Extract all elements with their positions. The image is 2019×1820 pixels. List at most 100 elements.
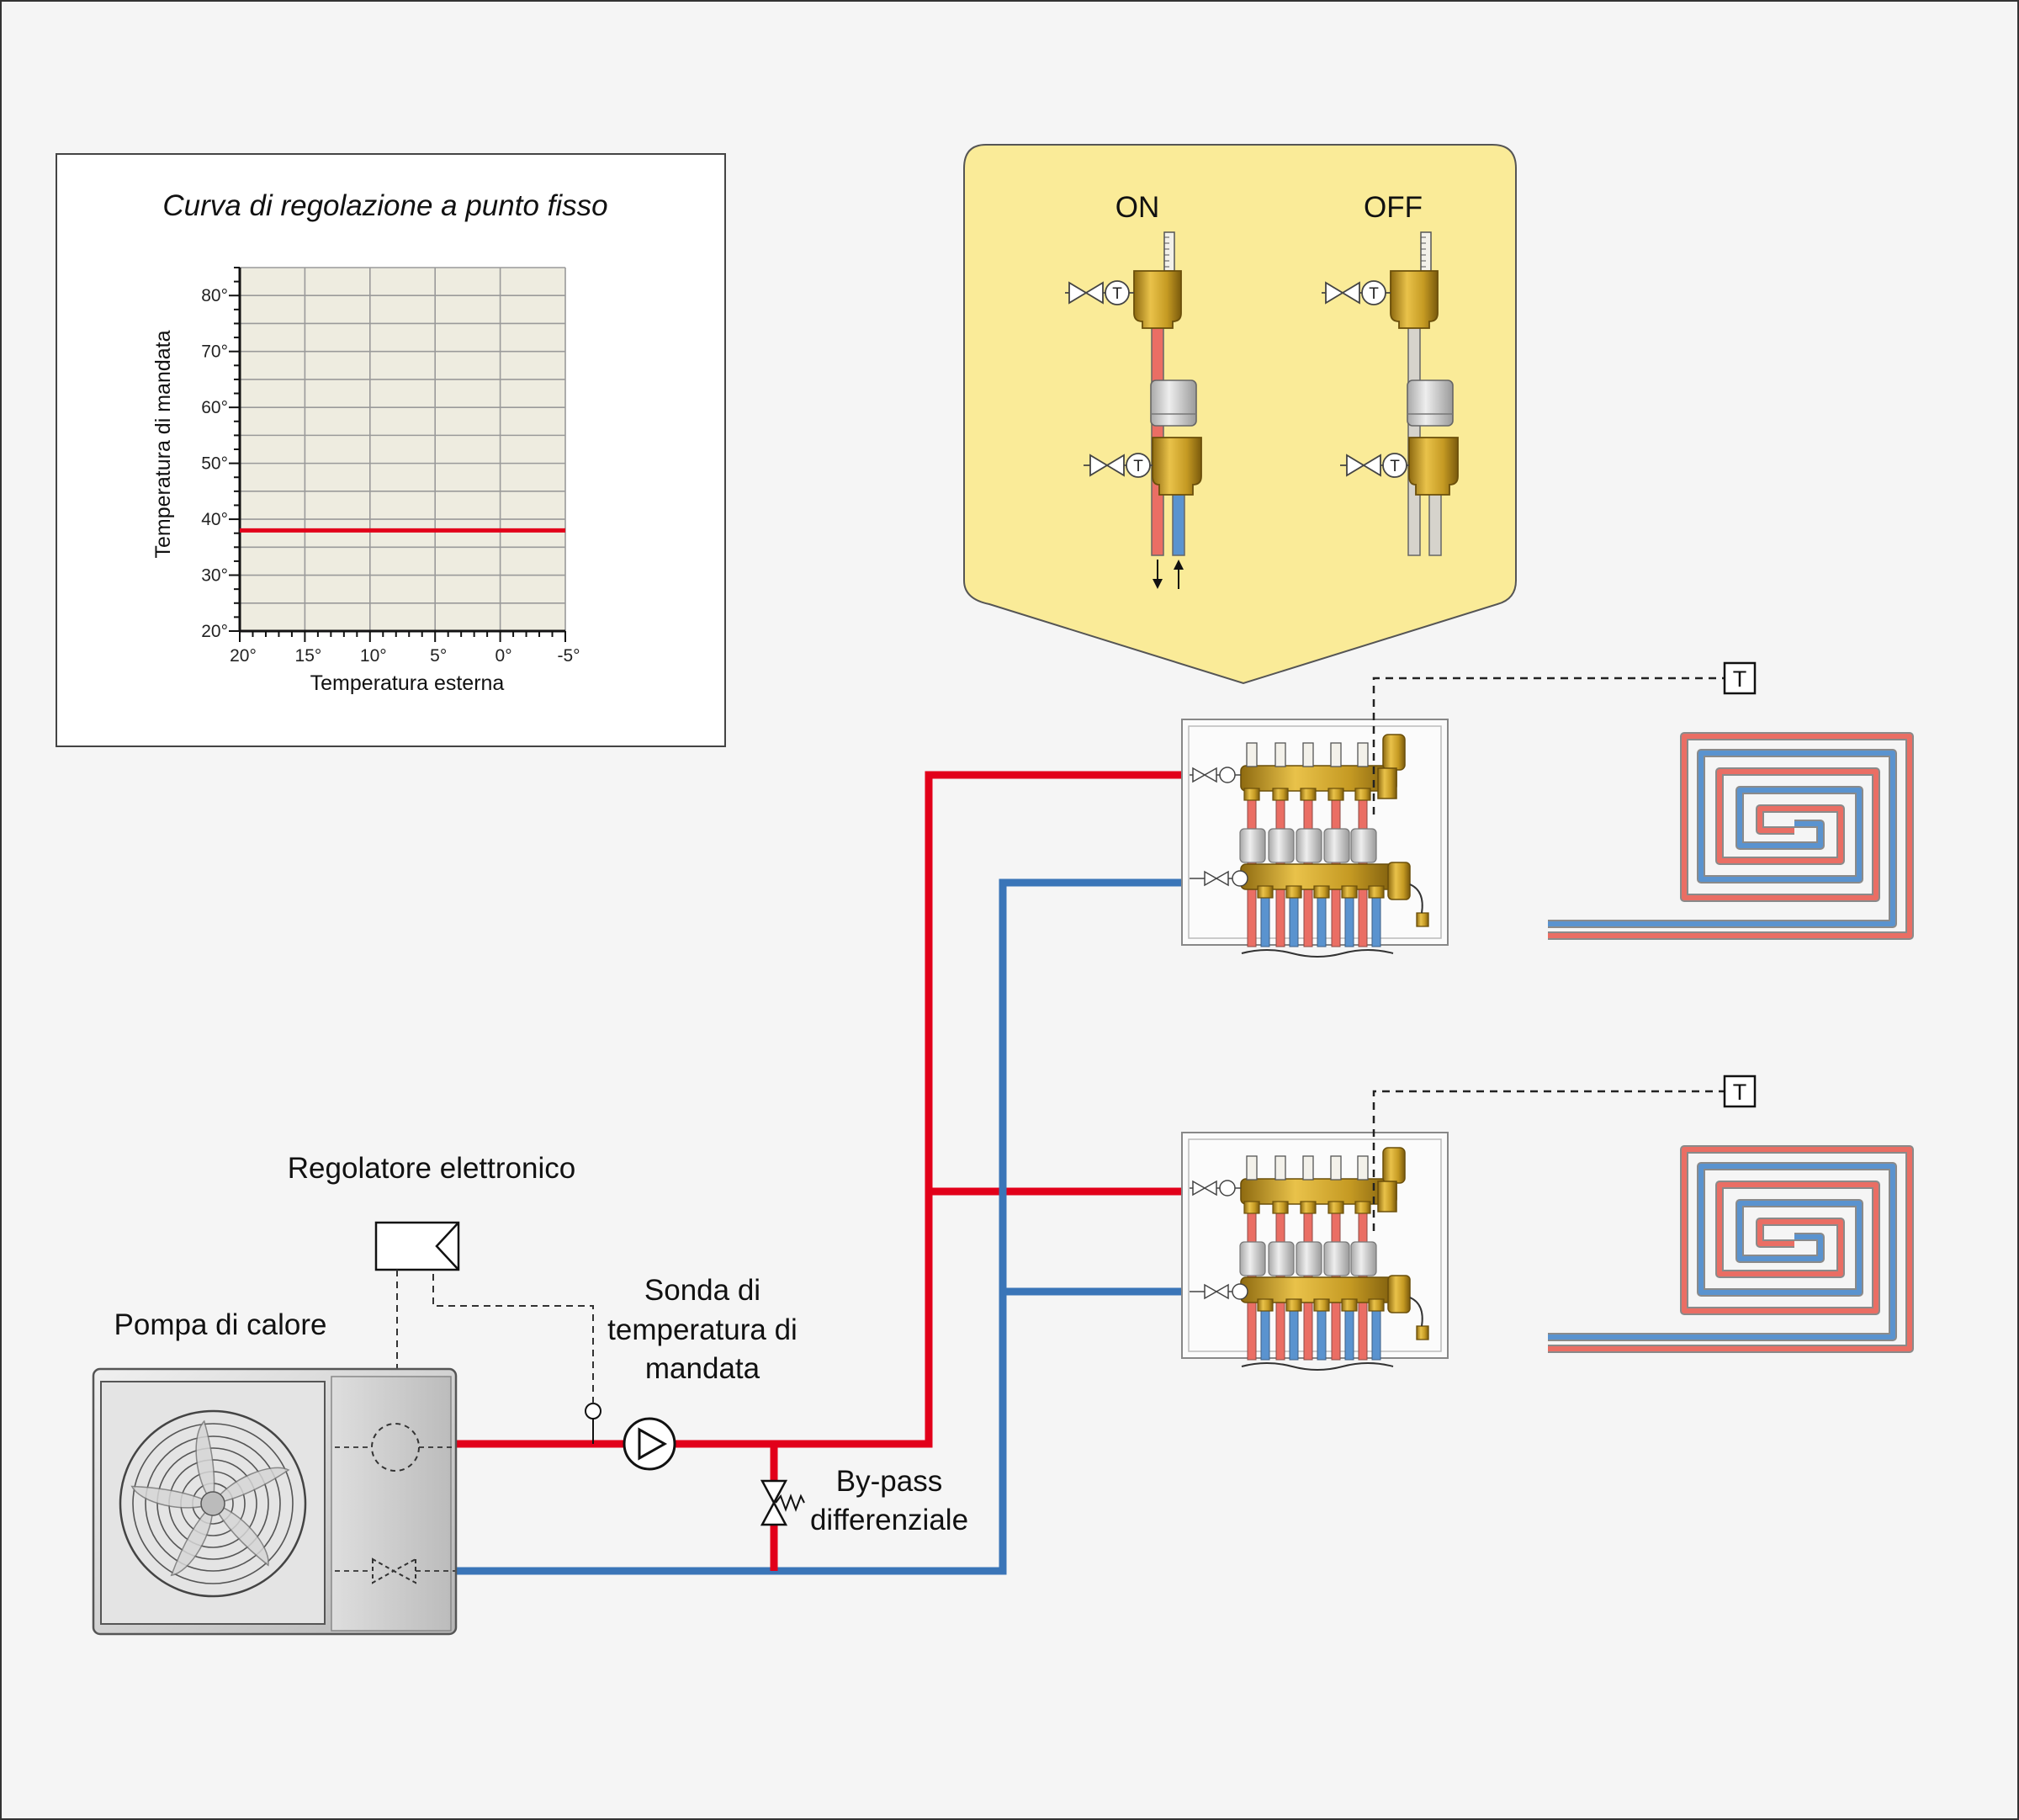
manifold-actuator xyxy=(1268,828,1295,863)
inset-thermometer-icon xyxy=(1126,453,1151,478)
regulation-curve-chart: Curva di regolazione a punto fisso 80°70… xyxy=(56,153,726,747)
inset-thermometer-icon xyxy=(1105,280,1130,305)
manifold-nut xyxy=(1257,1298,1274,1312)
manifold-nut xyxy=(1257,885,1274,899)
manifold-upper xyxy=(1181,719,1449,958)
manifold-actuator xyxy=(1296,1241,1322,1276)
manifold-actuator xyxy=(1350,1241,1377,1276)
manifold-ball-valve-icon xyxy=(1204,870,1229,887)
fan-blade xyxy=(130,1485,215,1509)
fan-hub xyxy=(200,1491,225,1516)
manifold-nut xyxy=(1341,885,1358,899)
manifold-actuator xyxy=(1239,1241,1266,1276)
manifold-actuator xyxy=(1323,828,1350,863)
manifold-flowmeter xyxy=(1330,1155,1342,1181)
manifold-box-inner xyxy=(1188,725,1442,939)
manifold-flowmeter xyxy=(1357,742,1369,767)
manifold-nut xyxy=(1285,1298,1302,1312)
manifold-return-outlet xyxy=(1289,895,1299,947)
pipe-network xyxy=(455,771,1182,1575)
chart-title: Curva di regolazione a punto fisso xyxy=(162,189,607,222)
manifold-nut xyxy=(1300,1201,1317,1214)
y-tick-label: 80° xyxy=(201,286,228,305)
coil-return-pipe xyxy=(1548,751,1895,926)
x-axis-label: Temperatura esterna xyxy=(310,671,505,695)
y-tick-labels: 80°70°60°50°40°30°20° xyxy=(201,286,228,641)
sensor-label-line2: temperatura di xyxy=(607,1313,798,1346)
air-vent-icon xyxy=(1382,1147,1406,1184)
off-valve-detail: TT xyxy=(1322,231,1459,556)
fan-grille-outer xyxy=(119,1409,307,1598)
plot-area xyxy=(240,268,565,631)
manifold-flowmeter xyxy=(1302,1155,1314,1181)
drain-lever xyxy=(1409,1297,1423,1327)
manifold-flowmeter xyxy=(1302,742,1314,767)
manifold-nut xyxy=(1272,788,1289,801)
sensor-label-line3: mandata xyxy=(645,1352,760,1385)
drain-valve-icon xyxy=(1416,1325,1429,1340)
inset-ball-valve-icon xyxy=(1325,281,1360,305)
coil-supply-pipe xyxy=(1548,1147,1912,1351)
manifold-flowmeter xyxy=(1357,1155,1369,1181)
inset-thermometer-label: T xyxy=(1390,458,1400,475)
manifold-flowmeter xyxy=(1330,742,1342,767)
manifold-thermometer-icon xyxy=(1219,767,1236,783)
y-tick-label: 50° xyxy=(201,454,228,474)
y-tick-label: 60° xyxy=(201,398,228,417)
manifold-ball-valve-icon xyxy=(1192,767,1217,783)
flow-arrows xyxy=(1153,560,1184,589)
manifold-actuator xyxy=(1323,1241,1350,1276)
inset-brass-body-upper xyxy=(1133,270,1182,329)
on-valve-detail: TT xyxy=(1065,231,1202,556)
manifold-flowmeter xyxy=(1274,742,1286,767)
coil-supply-pipe xyxy=(1548,734,1912,938)
manifold-end-piece xyxy=(1377,767,1397,799)
manifold-lower xyxy=(1181,1132,1449,1371)
inset-supply-pipe xyxy=(1151,304,1164,556)
manifold-flowmeter xyxy=(1246,742,1258,767)
off-label: OFF xyxy=(1364,191,1423,224)
y-axis-label: Temperatura di mandata xyxy=(151,330,175,558)
inset-flowmeter xyxy=(1420,231,1432,272)
manifold-flowmeter xyxy=(1274,1155,1286,1181)
manifold-thermometer-icon xyxy=(1232,870,1248,887)
arrow-up-icon xyxy=(1174,560,1184,570)
manifold-nut xyxy=(1327,788,1344,801)
fan-grille-ring xyxy=(145,1435,281,1572)
sensor-signal-wire xyxy=(432,1266,594,1403)
manifold-nut xyxy=(1354,788,1371,801)
x-tick-label: 0° xyxy=(495,646,512,666)
manifold-nut xyxy=(1354,1201,1371,1214)
fan-blade xyxy=(170,1502,214,1577)
bypass-label-line2: differenziale xyxy=(810,1504,968,1536)
fan-blade xyxy=(211,1502,269,1567)
x-tick-label: 5° xyxy=(430,646,447,666)
fan-blade xyxy=(195,1419,215,1505)
inset-ball-valve-icon xyxy=(1346,454,1381,477)
manifold-end-piece xyxy=(1377,1181,1397,1212)
manifold-actuator xyxy=(1296,828,1322,863)
manifold-return-outlet xyxy=(1371,1308,1381,1361)
return-pipe-main xyxy=(455,878,1182,1575)
inset-actuator xyxy=(1150,379,1197,427)
x-tick-labels: 20°15°10°5°0°-5° xyxy=(230,646,580,666)
manifold-nut xyxy=(1313,885,1330,899)
floor-heating-coil-upper xyxy=(1548,732,1914,940)
inset-brass-body-lower xyxy=(1152,437,1202,496)
fan-icon xyxy=(119,1409,307,1598)
thermostat-label: T xyxy=(1733,666,1747,692)
inset-thermometer-label: T xyxy=(1112,285,1122,303)
drain-lever xyxy=(1409,883,1423,914)
manifold-nut xyxy=(1368,1298,1385,1312)
manifold-nut xyxy=(1243,1201,1260,1214)
manifold-return-outlet xyxy=(1260,895,1270,947)
supply-pipe-main xyxy=(455,771,1182,1448)
inset-brass-body-lower xyxy=(1408,437,1459,496)
y-tick-label: 40° xyxy=(201,510,228,529)
floor-heating-coil-lower xyxy=(1548,1145,1914,1353)
inset-thermometer-icon xyxy=(1361,280,1386,305)
circulator-pump-icon xyxy=(623,1417,676,1471)
pipe-cut-line xyxy=(1241,1362,1394,1371)
x-tick-label: 10° xyxy=(360,646,387,666)
manifold-ball-valve-icon xyxy=(1204,1283,1229,1300)
